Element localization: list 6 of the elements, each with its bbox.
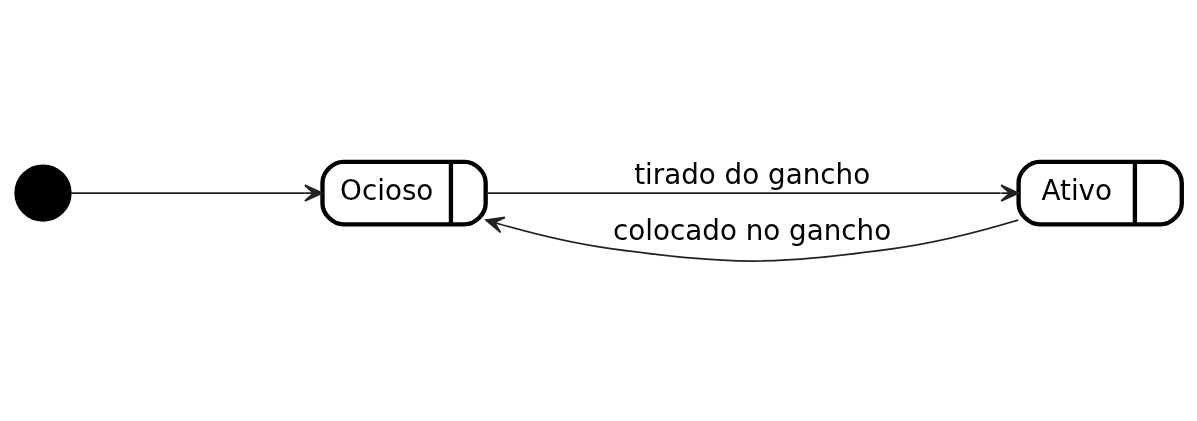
arrow bbox=[485, 216, 1020, 262]
arrow bbox=[485, 183, 1020, 202]
node-circle bbox=[14, 163, 72, 222]
edge-label: tirado do gancho bbox=[634, 157, 871, 191]
edge-label: colocado no gancho bbox=[613, 213, 892, 247]
arrow bbox=[70, 183, 324, 202]
